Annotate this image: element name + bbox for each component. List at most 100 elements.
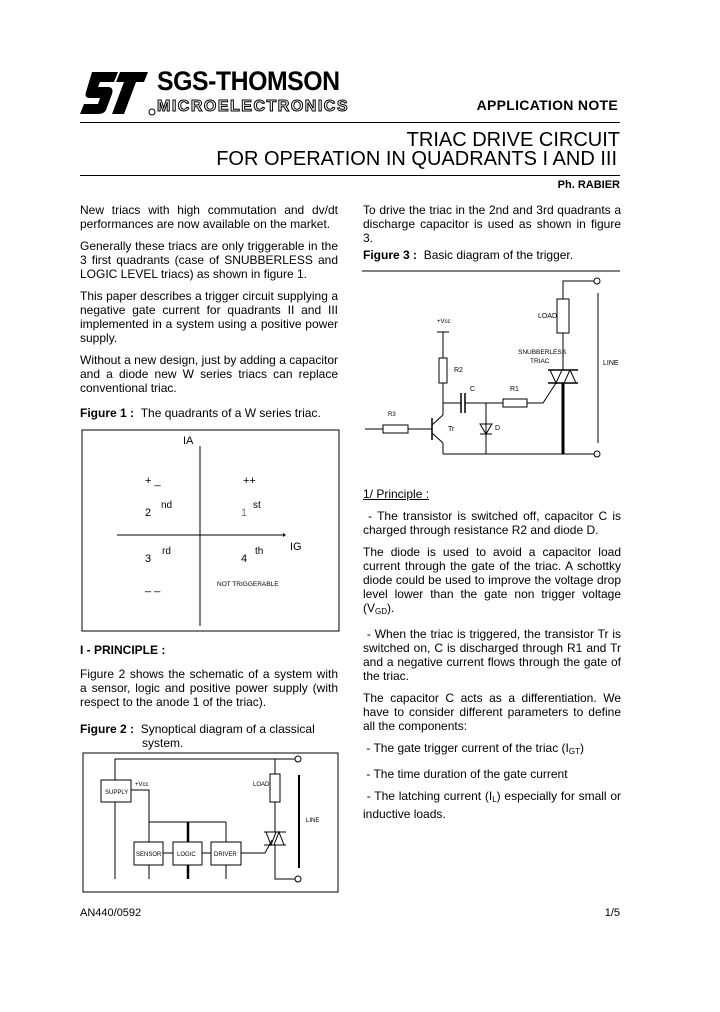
figure2-caption-line2: system. (142, 736, 184, 750)
q2-suffix: nd (161, 500, 172, 511)
load-label: LOAD (538, 313, 557, 320)
figure1-caption: Figure 1 : The quadrants of a W series t… (80, 406, 321, 420)
ig-arrow (283, 533, 286, 537)
supply-rail (114, 758, 275, 879)
load-resistor (269, 773, 281, 803)
figure3-caption-text: Basic diagram of the trigger. (423, 248, 574, 262)
q2-sign: + _ (145, 475, 161, 487)
header-rule (80, 122, 620, 123)
il-subscript: L (492, 795, 497, 804)
diode-text: The diode is used to avoid a capacitor l… (363, 545, 621, 615)
bullet-latching-end: ) especially for small or inductive load… (363, 789, 625, 821)
vcc-label: +Vcc (135, 782, 149, 788)
figure2-frame (82, 752, 339, 893)
triac-label-line2: TRIAC (530, 358, 550, 365)
q3-number: 3 (145, 553, 151, 565)
ia-label: IA (183, 435, 194, 447)
d-label: D (495, 425, 500, 432)
vgd-subscript: GD (375, 607, 387, 616)
bullet-latching-text: - The latching current (I (363, 789, 493, 803)
drive-paragraph: To drive the triac in the 2nd and 3rd qu… (363, 203, 621, 245)
subsection-principle: 1/ Principle : (363, 487, 430, 501)
quadrant-paragraph: Generally these triacs are only triggera… (80, 239, 338, 281)
r2-resistor (438, 357, 448, 384)
figure2-intro-paragraph: Figure 2 shows the schematic of a system… (80, 667, 338, 709)
figure2-caption: Figure 2 : Synoptical diagram of a class… (80, 722, 315, 750)
page-title-line2: FOR OPERATION IN QUADRANTS I AND III (216, 148, 617, 170)
ig-label: IG (290, 541, 302, 553)
intro-paragraph: New triacs with high commutation and dv/… (80, 203, 338, 231)
company-name: SGS-THOMSON (157, 66, 340, 96)
tr-label: Tr (448, 426, 455, 433)
bullet-gate-trigger-text: - The gate trigger current of the triac … (363, 741, 569, 755)
q1-suffix: st (253, 500, 261, 511)
c-label: C (470, 386, 475, 393)
q4-suffix: th (255, 546, 263, 557)
left-column-2: Figure 2 shows the schematic of a system… (80, 667, 338, 717)
logic-label: LOGIC (177, 852, 196, 858)
page-number: 1/5 (604, 907, 620, 919)
load-resistor (556, 298, 570, 334)
r2-label: R2 (454, 367, 463, 374)
figure2-synoptic-diagram: SUPPLY +Vcc SENSOR LOGIC DRIVER LOAD LIN… (82, 752, 339, 893)
differentiation-paragraph: The capacitor C acts as a differentiatio… (363, 691, 621, 733)
r1-resistor (502, 398, 528, 408)
right-column-top: To drive the triac in the 2nd and 3rd qu… (363, 203, 621, 253)
r3-resistor (382, 424, 409, 434)
triggered-paragraph: - When the triac is triggered, the trans… (363, 627, 625, 683)
not-triggerable-note: NOT TRIGGERABLE (217, 581, 279, 588)
division-name: MICROELECTRONICS (157, 98, 349, 116)
figure2-label: Figure 2 : (80, 722, 135, 736)
line-terminal-bottom (294, 875, 302, 883)
title-rule (80, 175, 620, 176)
st-logo (80, 72, 156, 116)
transistor-off-paragraph: - The transistor is switched off, capaci… (363, 509, 625, 537)
supply-label: SUPPLY (105, 790, 128, 796)
page-title-line1: TRIAC DRIVE CIRCUIT (406, 129, 620, 151)
r1-label: R1 (510, 386, 519, 393)
right-column-bottom: - The transistor is switched off, capaci… (363, 509, 621, 829)
vcc-label: +Vcc (437, 319, 451, 325)
bullet-gate-trigger: - The gate trigger current of the triac … (363, 741, 621, 759)
sensor-label: SENSOR (136, 852, 162, 858)
r3-label: R3 (388, 412, 396, 418)
q1-sign: ++ (243, 475, 256, 487)
figure1-label: Figure 1 : (80, 406, 135, 420)
load-label: LOAD (253, 782, 270, 788)
figure1-quadrant-diagram: IA IG + _ ++ 2 nd 1 st 3 rd 4 th _ _ NOT… (81, 429, 340, 632)
supply-block (100, 779, 132, 803)
figure1-caption-text: The quadrants of a W series triac. (140, 406, 321, 420)
diode-paragraph: The diode is used to avoid a capacitor l… (363, 545, 621, 619)
purpose-paragraph: This paper describes a trigger circuit s… (80, 289, 338, 345)
line-terminal-bottom (593, 450, 601, 458)
figure3-label: Figure 3 : (363, 248, 418, 262)
q3-suffix: rd (162, 546, 171, 557)
bullet-latching-current: - The latching current (IL) especially f… (363, 789, 621, 821)
bullet-time-duration: - The time duration of the gate current (363, 767, 568, 781)
figure3-caption: Figure 3 : Basic diagram of the trigger. (363, 248, 573, 262)
q2-number: 2 (145, 507, 151, 519)
figure2-caption-line1: Synoptical diagram of a classical (140, 722, 315, 736)
triac-symbol (549, 369, 563, 385)
igt-subscript: GT (568, 747, 580, 756)
figure1-frame (81, 429, 340, 632)
q4-number: 4 (241, 553, 247, 565)
line-terminal-top (593, 277, 601, 285)
doc-type: APPLICATION NOTE (476, 97, 618, 113)
line-terminal-top (294, 755, 302, 763)
line-label: LINE (603, 360, 619, 367)
doc-code: AN440/0592 (80, 907, 142, 919)
author: Ph. RABIER (557, 179, 620, 191)
diode-d (479, 423, 493, 435)
q3-sign: _ _ (144, 581, 161, 593)
driver-label: DRIVER (214, 852, 237, 858)
design-paragraph: Without a new design, just by adding a c… (80, 353, 338, 395)
q1-number: 1 (241, 507, 247, 519)
left-column: New triacs with high commutation and dv/… (80, 203, 338, 403)
diode-text-end: ). (387, 601, 395, 615)
line-label: LINE (306, 818, 319, 824)
bullet-gate-trigger-end: ) (580, 741, 584, 755)
figure3-trigger-diagram: +Vcc LOAD SNUBBERLESS TRIAC R2 C R1 D Tr… (362, 270, 620, 458)
triac-label-line1: SNUBBERLESS (518, 349, 567, 356)
section-title-principle: I - PRINCIPLE : (80, 643, 166, 657)
